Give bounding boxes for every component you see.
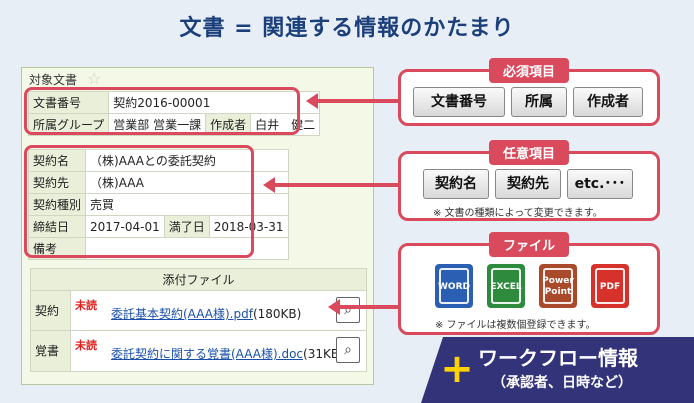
- attachment-row: 契約書 未読 委託基本契約(AAA様).pdf(180KB) ⌕: [31, 291, 366, 358]
- word-file-icon: WORD: [435, 264, 473, 308]
- optional-items-box: 任意項目 契約名 契約先 etc.･･･ ※ 文書の種類によって変更できます。: [398, 140, 660, 221]
- field-value: 売買: [85, 193, 289, 216]
- attachment-file: 委託基本契約(AAA様).pdf(180KB): [111, 305, 301, 322]
- file-size: (31KB): [303, 347, 344, 361]
- plus-icon: +: [440, 346, 474, 392]
- attachment-label: 契約書: [31, 291, 71, 358]
- optional-items-tag: 任意項目: [488, 140, 570, 165]
- arrow-head-icon: [306, 93, 318, 109]
- optional-arrow: [263, 177, 398, 193]
- field-value: （株)AAAとの委託契約: [85, 149, 289, 172]
- excel-file-icon: EXCEL: [487, 264, 525, 308]
- field-key: 締結日: [27, 215, 87, 238]
- attachment-link[interactable]: 委託基本契約(AAA様).pdf: [111, 307, 253, 321]
- unread-badge: 未読: [75, 299, 97, 312]
- document-label: 対象文書: [29, 73, 78, 87]
- powerpoint-file-icon: Power Point: [539, 264, 577, 308]
- required-arrow: [306, 93, 398, 109]
- required-items-tag: 必須項目: [488, 58, 570, 83]
- contract-name-button[interactable]: 契約名: [423, 169, 489, 199]
- pdf-file-icon: PDF: [591, 264, 629, 308]
- table-row: 備考: [27, 237, 289, 260]
- unread-badge: 未読: [75, 339, 97, 352]
- table-row: 文書番号 契約2016-00001: [27, 91, 321, 114]
- document-number-button[interactable]: 文書番号: [413, 87, 505, 117]
- attachment-file: 委託契約に関する覚書(AAA様).doc(31KB): [111, 345, 344, 362]
- preview-icon[interactable]: ⌕: [336, 297, 360, 323]
- optional-fields-table: 契約名 （株)AAAとの委託契約 契約先 （株)AAA 契約種別 売買 締結日 …: [27, 149, 289, 260]
- workflow-title: ワークフロー情報: [478, 346, 638, 370]
- attachment-row: 覚書 未読 委託契約に関する覚書(AAA様).doc(31KB) ⌕: [31, 331, 366, 371]
- file-tag: ファイル: [488, 232, 570, 257]
- workflow-banner: [421, 337, 694, 403]
- field-key: 作成者: [205, 113, 252, 136]
- file-box: ファイル WORD EXCEL Power Point PDF ※ ファイルは複…: [398, 232, 660, 335]
- affiliation-button[interactable]: 所属: [511, 87, 567, 117]
- author-button[interactable]: 作成者: [573, 87, 643, 117]
- field-value: 2017-04-01: [85, 215, 165, 238]
- optional-highlight-frame: [24, 145, 254, 258]
- contract-party-button[interactable]: 契約先: [495, 169, 561, 199]
- attachment-label: 覚書: [31, 331, 71, 371]
- diagram-title: 文書 = 関連する情報のかたまり: [179, 16, 515, 41]
- file-note: ※ ファイルは複数個登録できます。: [435, 320, 596, 331]
- field-key: 所属グループ: [27, 113, 110, 136]
- field-value: 契約2016-00001: [108, 91, 321, 114]
- table-row: 所属グループ 営業部 営業一課 作成者 白井 健二: [27, 113, 321, 136]
- attachment-link[interactable]: 委託契約に関する覚書(AAA様).doc: [111, 347, 304, 361]
- field-key: 文書番号: [27, 91, 110, 114]
- field-value: 2018-03-31: [208, 215, 289, 238]
- table-row: 締結日 2017-04-01 満了日 2018-03-31: [27, 215, 289, 238]
- field-key: 満了日: [163, 215, 210, 238]
- field-key: 契約先: [27, 171, 87, 194]
- field-value: 営業部 営業一課: [108, 113, 207, 136]
- file-size: (180KB): [252, 307, 302, 321]
- arrow-head-icon: [328, 299, 340, 315]
- etc-button[interactable]: etc.･･･: [567, 169, 633, 199]
- workflow-subtitle: （承認者、日時など）: [492, 375, 632, 391]
- field-value: 白井 健二: [250, 113, 321, 136]
- attachments-table: 添付ファイル 契約書 未読 委託基本契約(AAA様).pdf(180KB) ⌕ …: [30, 268, 367, 372]
- table-row: 契約先 （株)AAA: [27, 171, 289, 194]
- file-arrow: [328, 299, 398, 315]
- preview-icon[interactable]: ⌕: [336, 337, 360, 363]
- required-highlight-frame: [24, 87, 300, 135]
- attachments-header: 添付ファイル: [31, 269, 366, 291]
- field-value: [85, 237, 289, 260]
- optional-note: ※ 文書の種類によって変更できます。: [433, 208, 603, 219]
- required-items-box: 必須項目 文書番号 所属 作成者: [398, 58, 660, 126]
- star-icon[interactable]: ☆: [87, 69, 102, 88]
- field-key: 備考: [27, 237, 87, 260]
- arrow-head-icon: [263, 177, 275, 193]
- required-fields-table: 文書番号 契約2016-00001 所属グループ 営業部 営業一課 作成者 白井…: [27, 91, 321, 136]
